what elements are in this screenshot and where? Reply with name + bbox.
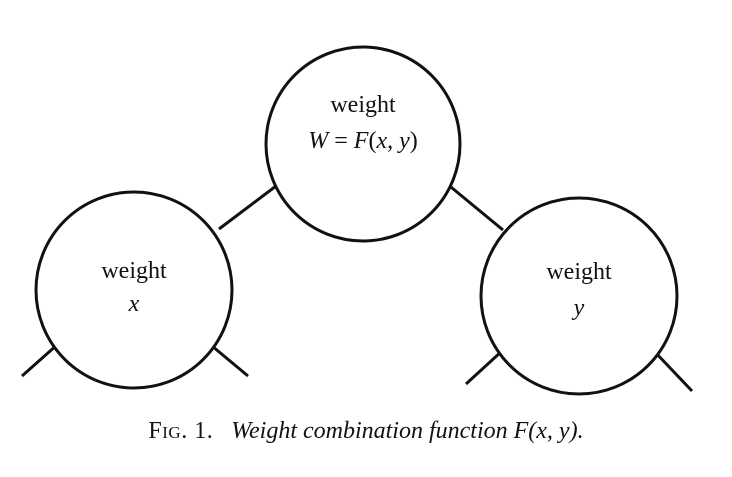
formula-arg-y: y <box>397 128 410 154</box>
right-node-label: weight <box>546 259 612 285</box>
left-node-label: weight <box>101 258 167 284</box>
edge-left-child-right <box>211 344 249 378</box>
root-node-label: weight <box>330 92 396 118</box>
figure-caption-label: Fig. 1. <box>148 418 214 444</box>
right-node-var: y <box>572 295 585 321</box>
left-node-var: x <box>128 291 140 317</box>
edge-left-child-left <box>21 342 59 378</box>
edge-right-child-right <box>652 349 694 393</box>
left-node-circle <box>34 190 234 390</box>
formula-function: F <box>353 128 369 154</box>
formula-separator: , <box>387 128 399 154</box>
root-node-formula: W = F(x, y) <box>308 128 418 154</box>
figure-caption: Fig. 1. Weight combination function F(x,… <box>0 418 732 445</box>
edge-root-left <box>218 181 281 231</box>
formula-arg-x: x <box>375 128 387 154</box>
figure-caption-text: Weight combination function F(x, y). <box>231 418 584 444</box>
edge-right-child-left <box>464 349 504 386</box>
formula-open-paren: ( <box>368 128 376 154</box>
formula-lhs: W <box>308 128 330 154</box>
right-node-circle <box>479 196 679 396</box>
formula-close-paren: ) <box>410 128 418 154</box>
formula-equals: = <box>328 128 354 154</box>
edge-root-right <box>445 181 504 232</box>
root-node-circle <box>264 45 462 243</box>
